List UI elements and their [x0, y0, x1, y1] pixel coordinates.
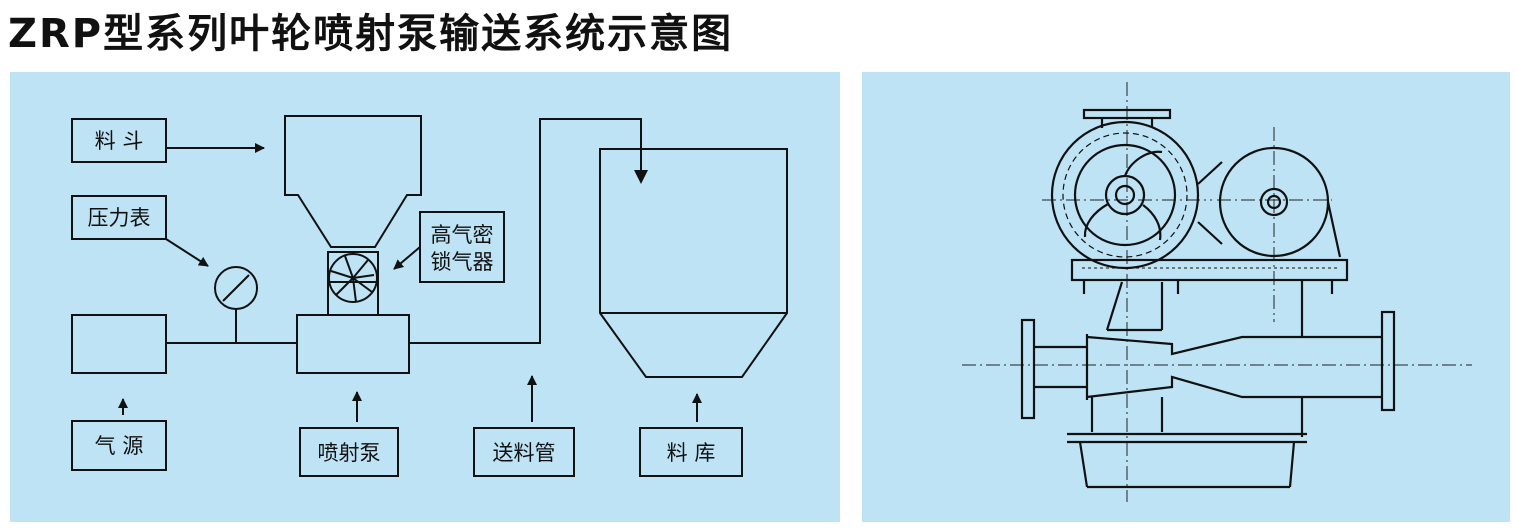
conveying-pipe-line: [409, 118, 642, 344]
page-title: ZRP型系列叶轮喷射泵输送系统示意图: [8, 11, 734, 57]
centerlines: [962, 82, 1472, 502]
motor: [1197, 146, 1342, 258]
airlock-label-line2: 锁气器: [431, 250, 494, 274]
air-source-label: 气 源: [95, 434, 144, 458]
pipe-outlet-arrowhead: [634, 170, 648, 184]
conveying-pipe-label: 送料管: [493, 441, 556, 465]
jet-pump-label: 喷射泵: [318, 441, 381, 465]
jet-pump-label-box: [299, 427, 399, 477]
hopper-label-box: [71, 118, 167, 163]
flow-diagram-panel: 料 斗 压力表 高气密 锁气器 气 源 喷射泵 送料管 料 库: [10, 72, 840, 522]
airlock-label-line1: 高气密: [431, 223, 494, 247]
base-plate: [1070, 258, 1349, 294]
jet-pump-body: [1020, 280, 1396, 437]
hopper-label: 料 斗: [95, 129, 144, 153]
airlock-arrow: [393, 246, 421, 270]
pressure-gauge-needle: [222, 274, 250, 302]
air-source-label-box: [71, 420, 167, 471]
jet-pump-mechanical-drawing: [862, 72, 1510, 522]
pressure-gauge-arrow: [165, 238, 209, 267]
hopper: [284, 115, 422, 248]
impeller-housing: [1050, 120, 1200, 270]
flow-diagram: 料 斗 压力表 高气密 锁气器 气 源 喷射泵 送料管 料 库: [10, 72, 840, 522]
silo-label-box: [639, 427, 743, 477]
mechanical-drawing-panel: [862, 72, 1510, 522]
conveying-pipe-label-box: [473, 427, 575, 477]
pressure-gauge-label: 压力表: [88, 206, 151, 230]
outlet-pipe: [1067, 397, 1307, 489]
silo-label: 料 库: [667, 441, 716, 465]
pressure-gauge-label-box: [71, 195, 167, 240]
